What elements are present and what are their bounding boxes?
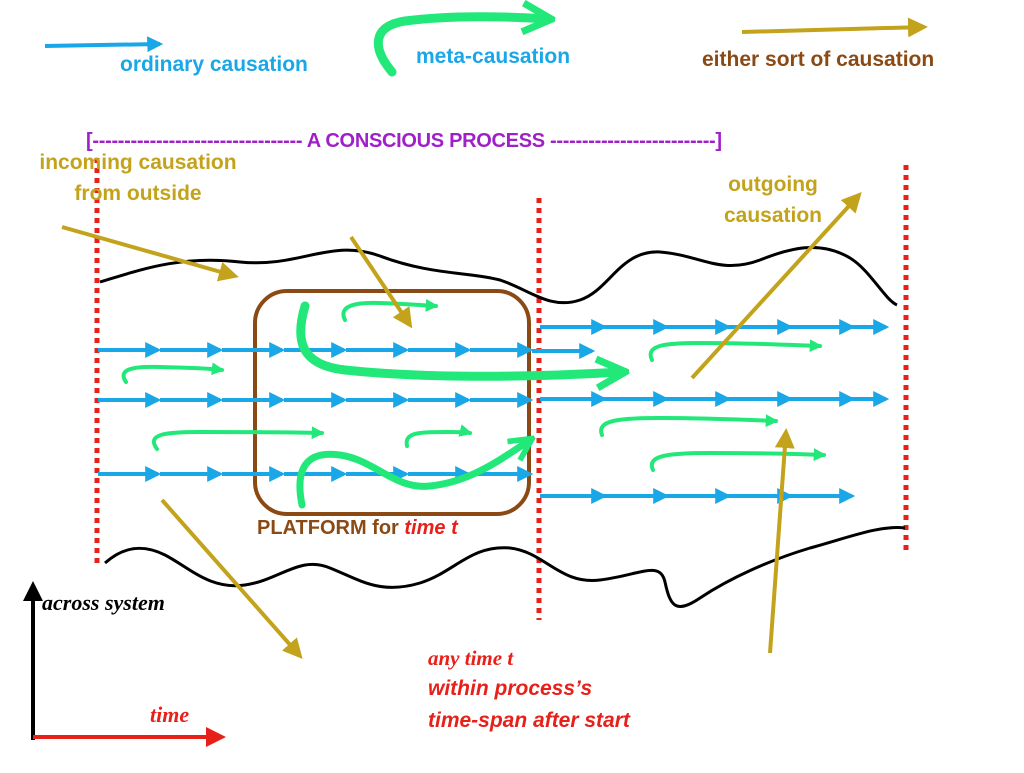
platform-label-time: time t [404,517,458,539]
green-arrow [121,362,225,384]
green-arrow [341,298,439,322]
any-time-line-3: time-span after start [428,708,630,732]
platform-label: PLATFORM for time t [257,516,458,541]
green-arrow-wave [296,440,530,509]
either-causation-arrows [61,192,862,659]
any-time-line-2: within process’s [428,677,593,701]
platform-label-prefix: PLATFORM for [257,517,405,539]
outgoing-line-2: causation [723,204,823,228]
gold-arrow-incoming [349,235,413,329]
gold-arrow-outgoing [768,428,795,654]
gold-arrow-outgoing [690,192,862,380]
ordinary-causation-arrows [98,319,890,504]
green-arrow [648,339,823,362]
incoming-causation-label: incoming causation from outside [22,150,254,208]
meta-causation-arrows [121,298,827,509]
green-arrow-big [296,301,622,376]
legend-meta-label: meta-causation [416,45,571,68]
any-time-line-1: any time t [428,646,514,670]
system-top-boundary [99,245,898,307]
incoming-line-1: incoming causation [39,151,237,174]
system-bottom-boundary [103,526,906,609]
legend-ordinary-arrow [44,36,164,53]
outgoing-causation-label: outgoing causation [708,172,838,230]
time-axis-label: time [150,702,190,727]
green-arrow [599,414,779,437]
across-system-label: across system [42,590,165,615]
gold-arrow-outgoing [160,498,303,659]
legend-ordinary-label: ordinary causation [120,53,308,76]
gold-arrow-incoming [61,225,239,282]
incoming-line-2: from outside [74,182,202,206]
green-arrow [404,424,473,448]
green-arrow [151,426,325,451]
legend-either-label: either sort of causation [702,48,935,71]
green-arrow [649,448,827,472]
legend-either-arrow [741,17,928,38]
any-time-t-label: any time t within process’s time-span af… [428,645,630,734]
legend-meta-arrow [373,17,548,77]
conscious-process-banner: [--------------------------------- A CON… [86,130,722,152]
outgoing-line-1: outgoing [728,173,818,196]
